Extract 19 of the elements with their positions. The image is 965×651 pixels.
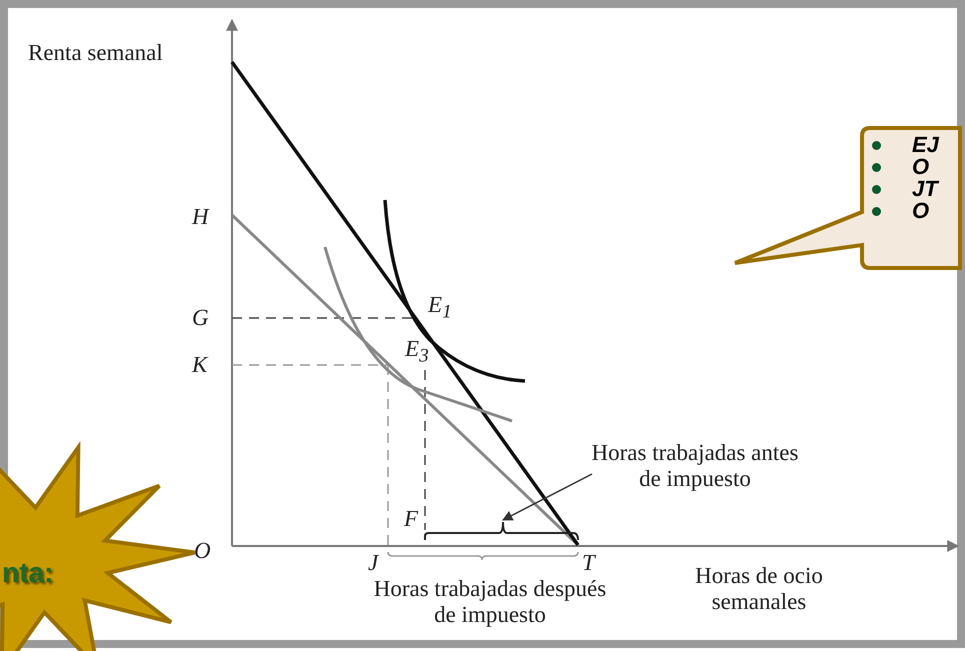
point-letter: T (582, 550, 595, 576)
bullet-text: O (912, 200, 930, 222)
annotation-text: Horas trabajadas antes de impuesto (590, 440, 800, 492)
bullet-text: O (912, 156, 930, 178)
axis-title: Renta semanal (28, 40, 163, 66)
bullet-text: EJ (912, 134, 939, 156)
point-letter: H (192, 204, 209, 230)
starburst-text: nta: (2, 560, 82, 586)
point-letter: K (192, 352, 208, 378)
point-letter: G (192, 305, 209, 331)
point-letter: J (368, 550, 378, 576)
point-letter: E$_{3}$ (405, 336, 429, 369)
axis-note: Horas trabajadas después de impuesto (372, 576, 608, 628)
bullet-text: JT (912, 178, 938, 200)
axis-title: Horas de ocio semanales (694, 563, 824, 615)
point-letter: E$_{1}$ (428, 292, 452, 325)
point-letter: O (194, 538, 211, 564)
leader-arrow (502, 473, 592, 521)
point-letter: F (404, 506, 418, 532)
